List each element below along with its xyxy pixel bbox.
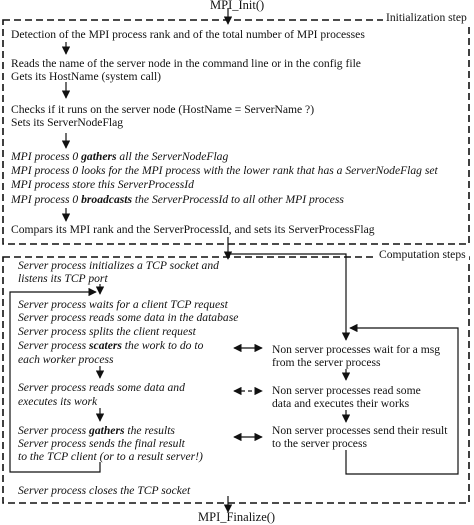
init-gathers-text: MPI process 0 gathers all the ServerNode… — [11, 150, 229, 163]
init-lookup-text: MPI process 0 looks for the MPI process … — [11, 164, 438, 177]
server-each-worker-text: each worker process — [18, 353, 114, 366]
broadcasts-emphasis: broadcasts — [81, 193, 132, 206]
init-read-server-name-text: Reads the name of the server node in the… — [11, 57, 361, 70]
server-close-socket-text: Server process closes the TCP socket — [18, 484, 191, 497]
gathers-results-emphasis: gathers — [89, 424, 125, 437]
gathers-emphasis: gathers — [81, 150, 117, 163]
init-hostname-text: Gets its HostName (system call) — [11, 70, 162, 83]
server-listen-text: listens its TCP port — [18, 272, 108, 285]
init-server-node-flag-text: Sets its ServerNodeFlag — [11, 116, 124, 129]
mpi-init-label: MPI_Init() — [210, 0, 265, 12]
server-loop-arrow — [9, 287, 101, 473]
server-wait-request-text: Server process waits for a client TCP re… — [18, 298, 228, 311]
init-broadcasts-text: MPI process 0 broadcasts the ServerProce… — [11, 193, 344, 206]
init-compare-rank-text: Compars its MPI rank and the ServerProce… — [11, 223, 375, 236]
server-scatter-text: Server process scaters the work to do to — [18, 339, 204, 352]
nonserver-read-data-text: Non server processes read some — [272, 384, 421, 397]
nonserver-execute-works-text: data and executes their works — [272, 397, 410, 410]
server-read-data-text: Server process reads some data and — [18, 381, 185, 394]
server-tcp-client-text: to the TCP client (or to a result server… — [18, 450, 203, 463]
server-read-db-text: Server process reads some data in the da… — [18, 311, 239, 324]
server-send-result-text: Server process sends the final result — [18, 437, 185, 450]
nonserver-from-server-text: from the server process — [272, 356, 381, 369]
nonserver-loop-arrow — [345, 323, 459, 475]
initialization-frame — [2, 19, 470, 245]
server-execute-work-text: executes its work — [18, 395, 98, 408]
server-gather-results-text: Server process gathers the results — [18, 424, 175, 437]
initialization-title: Initialization step — [383, 11, 470, 24]
mpi-finalize-label: MPI_Finalize() — [198, 510, 276, 524]
server-split-request-text: Server process splits the client request — [18, 325, 196, 338]
init-store-text: MPI process store this ServerProcessId — [11, 178, 194, 191]
computation-title: Computation steps — [376, 248, 469, 261]
nonserver-wait-msg-text: Non server processes wait for a msg — [272, 343, 441, 356]
init-rank-detection-text: Detection of the MPI process rank and of… — [11, 28, 365, 41]
server-init-socket-text: Server process initializes a TCP socket … — [18, 259, 219, 272]
scaters-emphasis: scaters — [89, 339, 122, 352]
computation-frame — [2, 256, 470, 504]
nonserver-send-result-text: Non server processes send their result — [272, 424, 448, 437]
nonserver-entry-arrow — [228, 253, 351, 341]
nonserver-to-server-text: to the server process — [272, 437, 367, 450]
init-check-server-node-text: Checks if it runs on the server node (Ho… — [11, 103, 315, 116]
